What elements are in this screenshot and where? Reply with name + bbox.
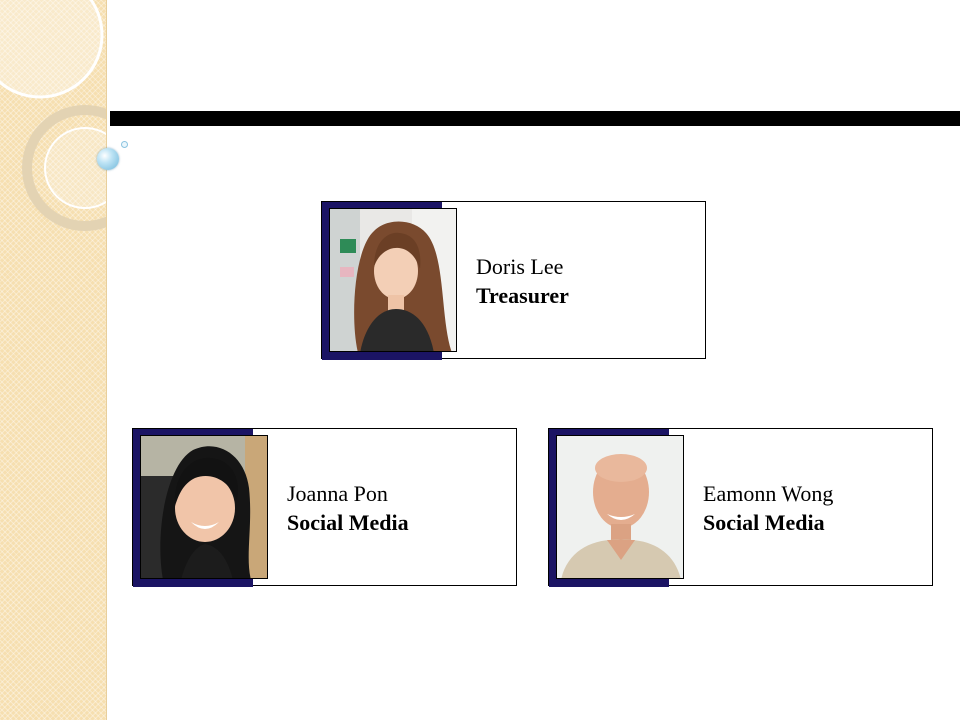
member-card-joanna-pon: Joanna Pon Social Media: [132, 428, 517, 587]
member-role: Social Media: [703, 510, 825, 535]
decorative-sidebar: [0, 0, 107, 720]
eamonn-wong-photo: [556, 435, 684, 579]
title-bar: [110, 111, 960, 126]
member-info: Doris Lee Treasurer: [476, 252, 569, 310]
member-name: Doris Lee: [476, 254, 564, 279]
bubble-ornament: [97, 148, 119, 170]
doris-lee-photo: [329, 208, 457, 352]
joanna-pon-photo: [140, 435, 268, 579]
member-info: Eamonn Wong Social Media: [703, 479, 833, 537]
member-card-eamonn-wong: Eamonn Wong Social Media: [548, 428, 933, 587]
member-name: Eamonn Wong: [703, 481, 834, 506]
member-name: Joanna Pon: [287, 481, 388, 506]
member-role: Social Media: [287, 510, 409, 535]
member-info: Joanna Pon Social Media: [287, 479, 409, 537]
member-role: Treasurer: [476, 283, 569, 308]
circle-ornament: [0, 0, 106, 231]
bubble-ornament-small: [121, 141, 128, 148]
member-card-doris-lee: Doris Lee Treasurer: [321, 201, 706, 360]
